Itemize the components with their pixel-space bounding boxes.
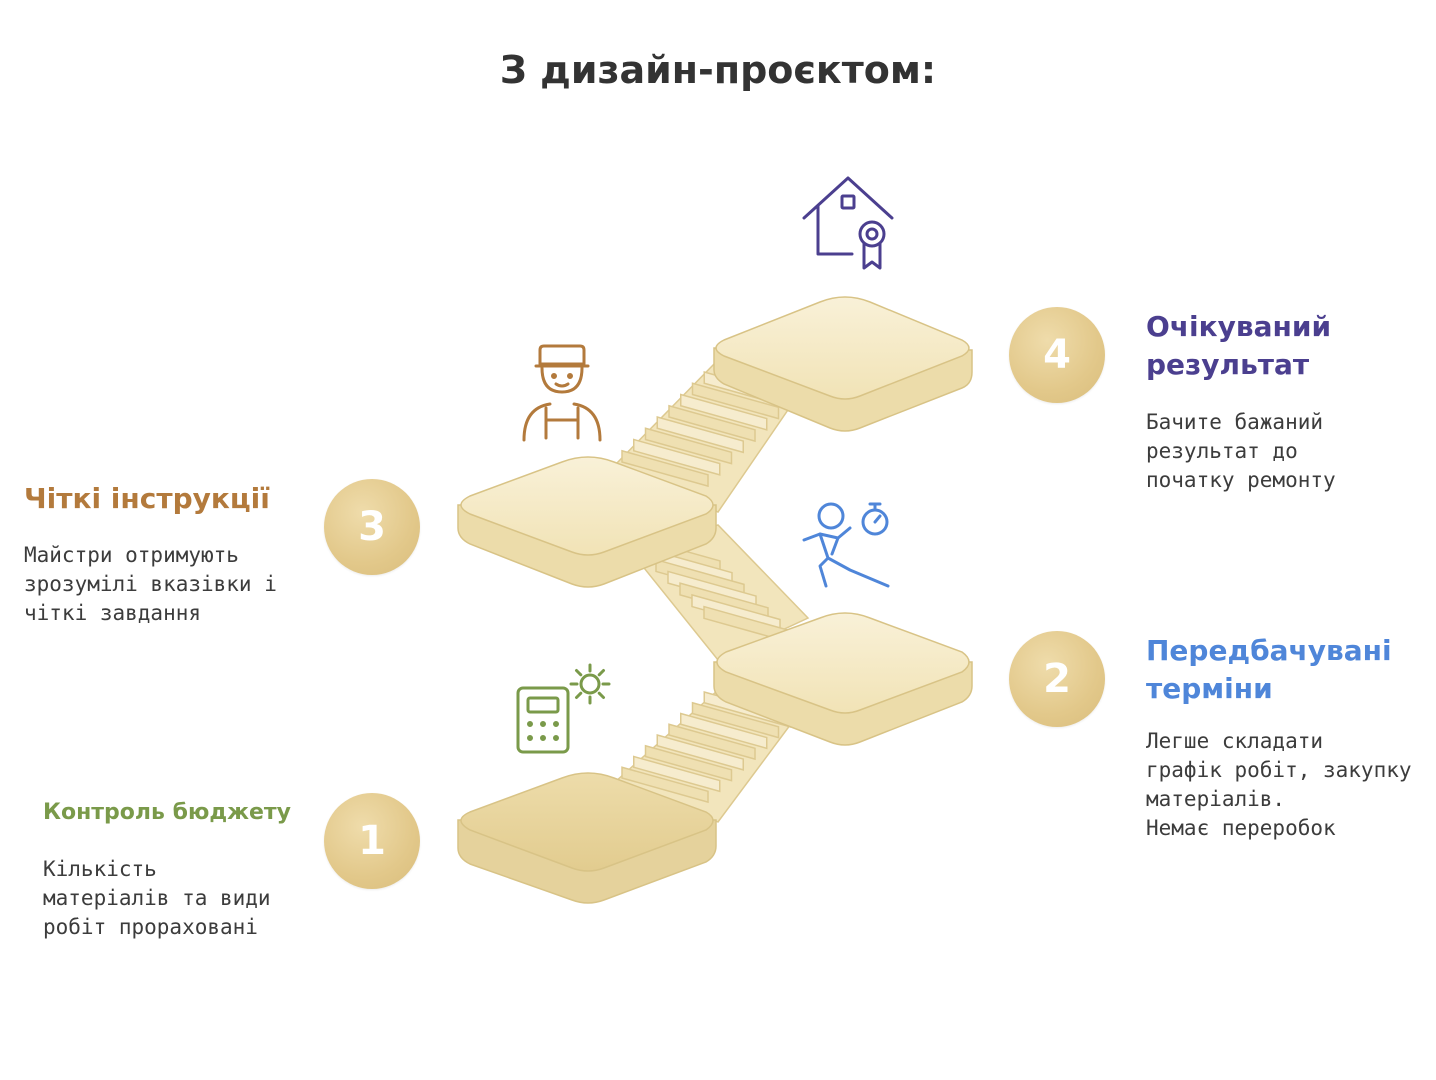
step-3-description: Майстри отримують зрозумілі вказівки і ч… <box>24 543 277 625</box>
worker-icon <box>522 344 602 442</box>
stair-tread <box>633 438 721 476</box>
stair-tread <box>656 734 744 771</box>
step-badge-1: 1 <box>324 793 420 889</box>
stair-tread <box>691 701 780 739</box>
step-3-heading: Чіткі інструкції <box>24 482 270 515</box>
step-1-description: Кількість матеріалів та види робіт прора… <box>43 857 271 939</box>
stair-tread <box>621 449 709 488</box>
platform-1 <box>457 772 717 904</box>
stair-tread <box>668 723 756 761</box>
page-title: З дизайн-проєктом: <box>499 48 937 92</box>
platform-2 <box>713 612 973 746</box>
step-badge-3: 3 <box>324 479 420 575</box>
stair-tread <box>680 712 768 750</box>
stair-run-1 <box>613 689 807 823</box>
platform-3 <box>457 456 717 588</box>
stair-tread <box>644 427 733 465</box>
step-4-heading: Очікуваний результат <box>1146 310 1332 381</box>
calculator-gear-icon <box>516 663 611 754</box>
platform-4 <box>713 296 973 432</box>
step-2-heading: Передбачувані терміни <box>1146 634 1392 705</box>
house-award-icon <box>802 176 894 270</box>
step-4-description: Бачите бажаний результат до початку ремо… <box>1146 410 1336 492</box>
step-badge-4: 4 <box>1009 307 1105 403</box>
step-badge-2: 2 <box>1009 631 1105 727</box>
stair-tread <box>633 755 721 793</box>
stair-tread <box>644 744 733 782</box>
stair-tread <box>680 393 768 431</box>
stair-tread <box>668 404 756 443</box>
running-stopwatch-icon <box>802 502 890 588</box>
step-2-description: Легше складати графік робіт, закупку мат… <box>1146 729 1412 840</box>
stair-tread <box>621 766 709 804</box>
step-1-heading: Контроль бюджету <box>43 800 292 825</box>
stair-tread <box>656 416 744 454</box>
